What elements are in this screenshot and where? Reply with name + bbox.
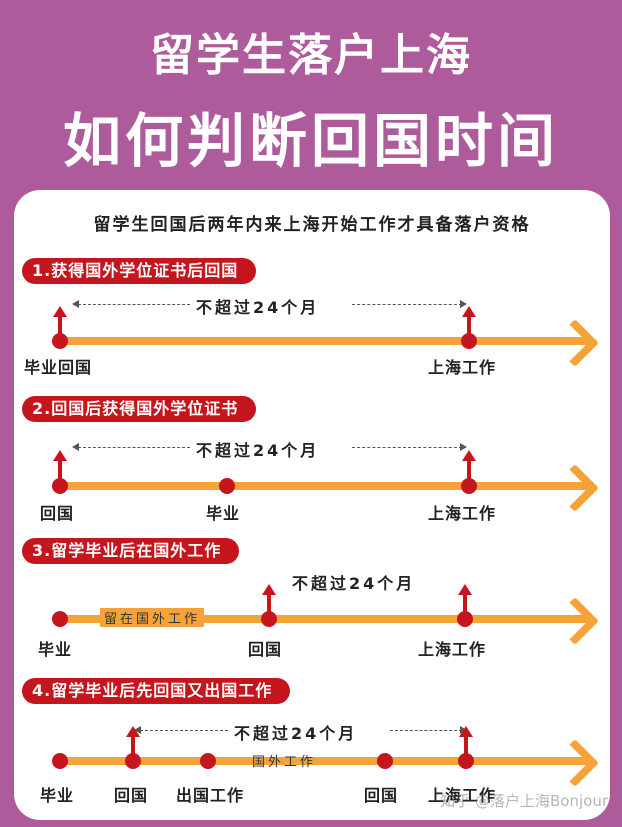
timeline-arrow-icon (550, 463, 600, 513)
up-arrow-icon (459, 726, 473, 758)
up-arrow-icon (53, 450, 67, 482)
timeline-arrow-icon (550, 596, 600, 646)
intro-text: 留学生回国后两年内来上海开始工作才具备落户资格 (93, 215, 531, 235)
span-arrow-right-icon (460, 300, 467, 308)
span-label: 不超过24个月 (228, 720, 364, 744)
span-label: 不超过24个月 (286, 570, 422, 594)
timeline-dot (52, 333, 68, 349)
span-dash-right (390, 730, 462, 731)
inline-label-abroad-work: 留在国外工作 (100, 608, 205, 627)
label-shanghai-work: 上海工作 (428, 504, 497, 523)
label-graduate-return: 毕业回国 (24, 358, 93, 377)
label-return: 回国 (248, 640, 283, 659)
span-arrow-left-icon (72, 300, 79, 308)
label-shanghai-work: 上海工作 (428, 358, 497, 377)
section-3-badge: 3.留学毕业后在国外工作 (22, 538, 240, 564)
timeline-dot (200, 753, 216, 769)
inline-label-abroad-work: 国外工作 (252, 755, 317, 770)
label-graduate: 毕业 (40, 786, 75, 805)
title-line-1: 留学生落户上海 (150, 30, 472, 81)
span-dash-right (352, 304, 462, 305)
section-2-badge: 2.回国后获得国外学位证书 (22, 396, 257, 422)
span-arrow-right-icon (460, 443, 467, 451)
timeline-dot (219, 478, 235, 494)
span-dash-right (352, 447, 462, 448)
label-return: 回国 (40, 504, 75, 523)
span-dash-left (140, 730, 228, 731)
timeline-dot (52, 753, 68, 769)
span-label: 不超过24个月 (190, 294, 326, 318)
timeline-dot (261, 611, 277, 627)
up-arrow-icon (53, 306, 67, 338)
timeline-dot (461, 333, 477, 349)
timeline-dot (458, 753, 474, 769)
timeline-bar (60, 757, 590, 765)
up-arrow-icon (126, 726, 140, 758)
label-shanghai-work: 上海工作 (428, 786, 497, 805)
span-dash-left (78, 304, 190, 305)
timeline-arrow-icon (550, 318, 600, 368)
label-shanghai-work: 上海工作 (418, 640, 487, 659)
title-line-2: 如何判断回国时间 (62, 107, 559, 175)
timeline-dot (125, 753, 141, 769)
label-graduate: 毕业 (38, 640, 73, 659)
section-4-badge: 4.留学毕业后先回国又出国工作 (22, 678, 291, 704)
up-arrow-icon (462, 450, 476, 482)
label-return: 回国 (114, 786, 149, 805)
timeline-bar (60, 337, 590, 345)
timeline-dot (457, 611, 473, 627)
timeline-dot (377, 753, 393, 769)
span-arrow-left-icon (72, 443, 79, 451)
timeline-bar (60, 615, 590, 623)
up-arrow-icon (462, 306, 476, 338)
timeline-dot (461, 478, 477, 494)
timeline-dot (52, 478, 68, 494)
label-graduate: 毕业 (206, 504, 241, 523)
label-go-abroad-work: 出国工作 (176, 786, 245, 805)
timeline-arrow-icon (550, 738, 600, 788)
watermark: 知乎 @落户上海Bonjour (440, 792, 608, 810)
section-1-badge: 1.获得国外学位证书后回国 (22, 258, 257, 284)
span-dash-left (78, 447, 190, 448)
timeline-dot (52, 611, 68, 627)
span-label: 不超过24个月 (190, 437, 326, 461)
timeline-bar (60, 482, 590, 490)
up-arrow-icon (262, 584, 276, 616)
label-return-again: 回国 (364, 786, 399, 805)
up-arrow-icon (458, 584, 472, 616)
content-card: 留学生回国后两年内来上海开始工作才具备落户资格 1.获得国外学位证书后回国 不超… (14, 190, 610, 820)
